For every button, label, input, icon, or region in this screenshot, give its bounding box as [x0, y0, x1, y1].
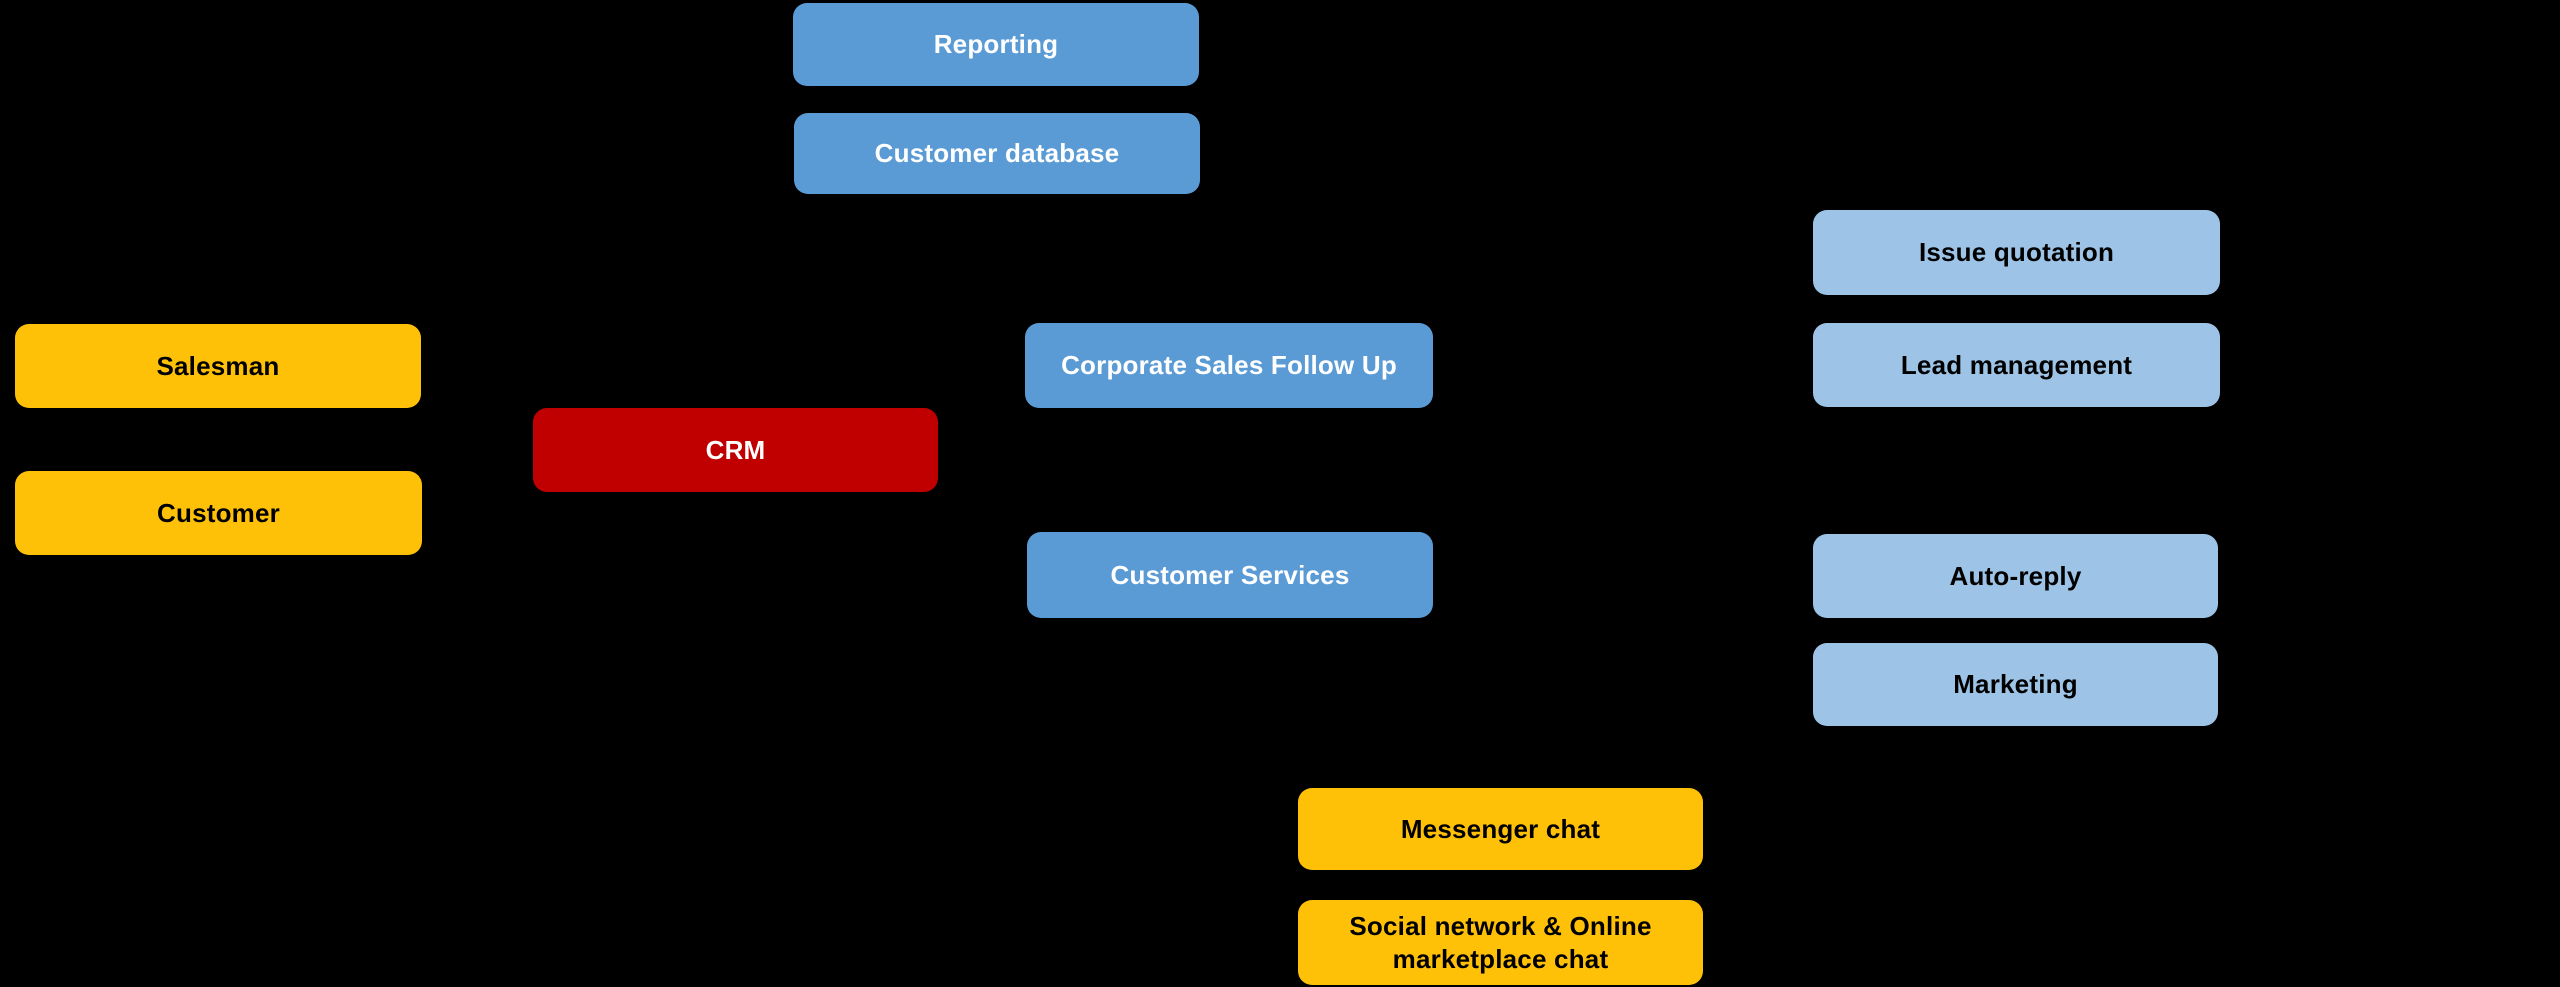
node-label: Customer database	[874, 138, 1120, 169]
node-label: Marketing	[1953, 669, 2078, 700]
node-label: Social network & Online marketplace chat	[1349, 911, 1652, 974]
node-crm: CRM	[533, 408, 938, 492]
node-label: Customer Services	[1110, 559, 1350, 590]
node-salesman: Salesman	[15, 324, 421, 408]
node-marketing: Marketing	[1813, 643, 2218, 726]
node-label: Lead management	[1900, 349, 2133, 380]
node-label: Messenger chat	[1400, 813, 1601, 844]
node-lead-management: Lead management	[1813, 323, 2220, 407]
node-label: Salesman	[156, 350, 280, 381]
node-messenger-chat: Messenger chat	[1298, 788, 1703, 870]
node-label: Reporting	[933, 29, 1059, 60]
node-social-network-marketplace-chat: Social network & Online marketplace chat	[1298, 900, 1703, 985]
node-customer-database: Customer database	[794, 113, 1200, 194]
node-auto-reply: Auto-reply	[1813, 534, 2218, 618]
node-customer: Customer	[15, 471, 422, 555]
node-label: Corporate Sales Follow Up	[1061, 350, 1397, 381]
node-label: Customer	[157, 497, 280, 528]
node-issue-quotation: Issue quotation	[1813, 210, 2220, 295]
node-corporate-sales-follow-up: Corporate Sales Follow Up	[1025, 323, 1433, 408]
node-customer-services: Customer Services	[1027, 532, 1433, 618]
node-label: CRM	[705, 434, 766, 465]
node-label: Issue quotation	[1918, 237, 2115, 268]
node-reporting: Reporting	[793, 3, 1199, 86]
node-label: Auto-reply	[1949, 560, 2082, 591]
